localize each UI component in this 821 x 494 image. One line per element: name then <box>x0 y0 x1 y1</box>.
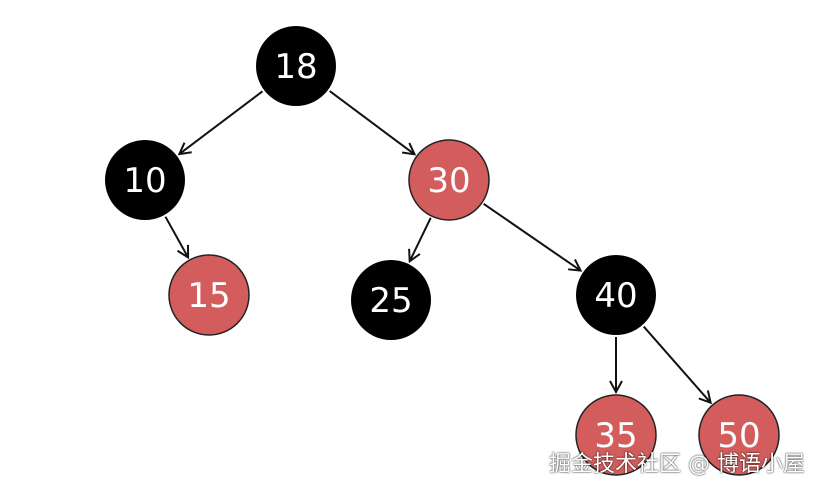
node-label: 15 <box>187 276 230 316</box>
node-label: 25 <box>369 281 412 321</box>
tree-nodes: 18 10 30 15 25 40 35 50 <box>105 26 780 476</box>
node-circle-black <box>105 140 185 220</box>
edge-18-to-10 <box>179 90 264 154</box>
node-circle-red <box>408 139 490 221</box>
edge-18-to-30 <box>329 90 415 154</box>
node-circle-black <box>576 255 656 335</box>
edge-40-to-50 <box>642 325 711 403</box>
node-circle-red <box>168 254 250 336</box>
edge-30-to-25 <box>410 217 432 261</box>
node-label: 40 <box>594 276 637 316</box>
node-circle-black <box>256 26 336 106</box>
node-circle-red <box>575 394 657 476</box>
node-circle-black <box>351 260 431 340</box>
tree-node-30: 30 <box>408 139 490 221</box>
tree-node-25: 25 <box>351 260 431 340</box>
edge-10-to-15 <box>164 216 188 258</box>
tree-edges <box>164 90 711 403</box>
tree-node-50: 50 <box>698 394 780 476</box>
tree-node-40: 40 <box>576 255 656 335</box>
watermark-text: 掘金技术社区 @ 博语小屋 <box>549 452 805 477</box>
tree-node-35: 35 <box>575 394 657 476</box>
node-circle-red <box>698 394 780 476</box>
node-label: 10 <box>123 161 166 201</box>
node-label: 50 <box>717 416 760 456</box>
node-label: 30 <box>427 161 470 201</box>
tree-node-18: 18 <box>256 26 336 106</box>
node-label: 18 <box>274 47 317 87</box>
tree-node-10: 10 <box>105 140 185 220</box>
tree-node-15: 15 <box>168 254 250 336</box>
edge-30-to-40 <box>483 202 581 271</box>
node-label: 35 <box>594 416 637 456</box>
